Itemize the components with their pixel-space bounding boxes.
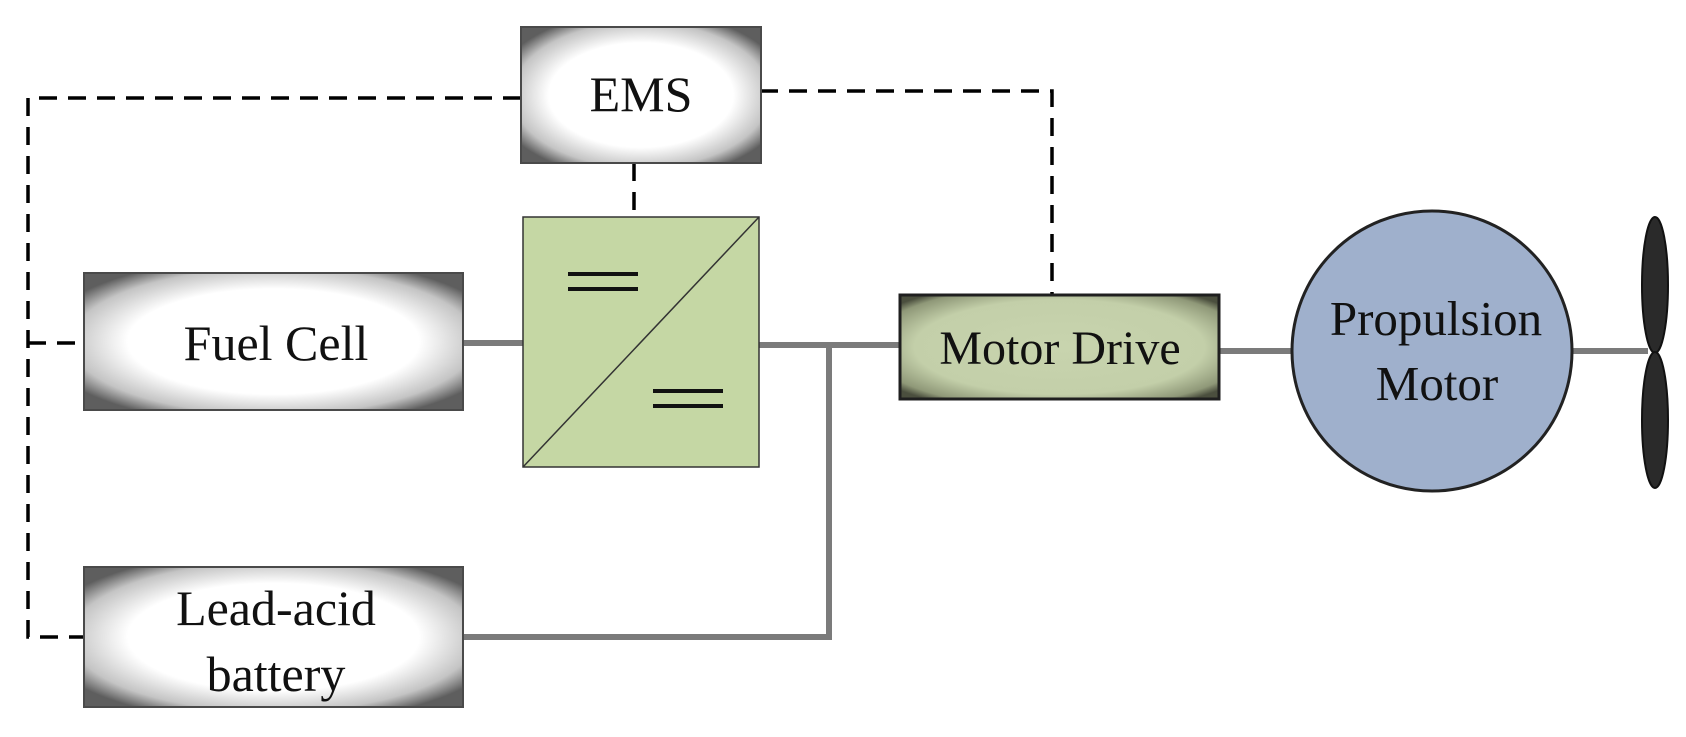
power-lines	[463, 340, 1648, 640]
battery-block: Lead-acid battery	[83, 566, 464, 708]
motor-label-line2: Motor	[1376, 356, 1499, 411]
fuel-cell-label: Fuel Cell	[184, 315, 369, 371]
propeller-icon	[1641, 216, 1669, 489]
ems-to-motor-drive-control-line	[760, 89, 1054, 296]
battery-to-bus-line	[463, 345, 832, 640]
ems-label: EMS	[590, 66, 693, 122]
battery-label-line2: battery	[207, 646, 346, 702]
dc-dc-converter-icon	[522, 216, 760, 468]
motor-drive-block: Motor Drive	[898, 293, 1221, 401]
control-lines	[26, 89, 1054, 639]
motor-drive-label: Motor Drive	[939, 322, 1180, 375]
ems-block: EMS	[520, 26, 762, 164]
battery-label-line1: Lead-acid	[176, 580, 376, 636]
fuel-cell-block: Fuel Cell	[83, 272, 464, 411]
propulsion-motor-block: Propulsion Motor	[1290, 209, 1574, 493]
ems-to-energy-sources-control-line	[26, 96, 521, 639]
motor-label-line1: Propulsion	[1330, 291, 1542, 346]
